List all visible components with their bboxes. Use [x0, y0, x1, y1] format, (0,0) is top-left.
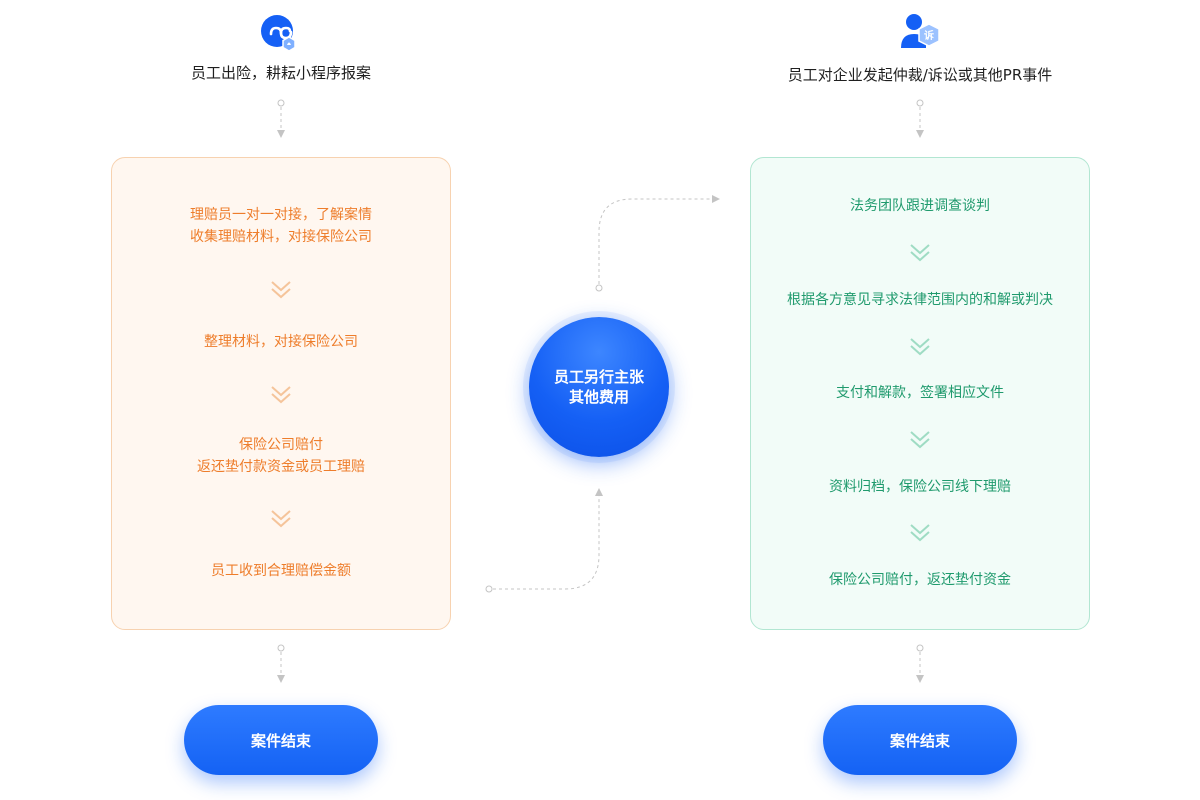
left-title: 员工出险，耕耘小程序报案: [190, 64, 372, 82]
right-step-5: 保险公司赔付，返还垫付资金: [751, 569, 1089, 591]
chevron-down-icon: [910, 431, 930, 449]
right-step-1-line-1: 法务团队跟进调查谈判: [850, 198, 990, 214]
right-step-4-line-1: 资料归档，保险公司线下理赔: [829, 479, 1011, 495]
right-step-4: 资料归档，保险公司线下理赔: [751, 476, 1089, 498]
left-process-panel: 理赔员一对一对接，了解案情 收集理赔材料，对接保险公司 整理材料，对接保险公司 …: [111, 157, 451, 630]
left-step-3-line-1: 保险公司赔付: [239, 437, 323, 453]
left-case-end-button[interactable]: 案件结束: [184, 705, 378, 775]
chevron-down-icon: [271, 510, 291, 528]
right-step-5-line-1: 保险公司赔付，返还垫付资金: [829, 572, 1011, 588]
connector-center-to-right: [598, 195, 720, 284]
left-step-1-line-1: 理赔员一对一对接，了解案情: [190, 207, 372, 223]
mini-program-icon: [259, 12, 303, 56]
right-step-1: 法务团队跟进调查谈判: [751, 195, 1089, 217]
left-step-2: 整理材料，对接保险公司: [112, 331, 450, 353]
right-title: 员工对企业发起仲裁/诉讼或其他PR事件: [787, 66, 1053, 84]
left-step-1: 理赔员一对一对接，了解案情 收集理赔材料，对接保险公司: [112, 204, 450, 248]
right-process-panel: 法务团队跟进调查谈判 根据各方意见寻求法律范围内的和解或判决 支付和解款，签署相…: [750, 157, 1090, 630]
left-step-1-line-2: 收集理赔材料，对接保险公司: [190, 229, 372, 245]
chevron-down-icon: [910, 244, 930, 262]
connector-left-to-center: [493, 488, 603, 590]
right-step-3-line-1: 支付和解款，签署相应文件: [836, 385, 1004, 401]
left-step-2-line-1: 整理材料，对接保险公司: [204, 334, 358, 350]
left-step-4: 员工收到合理赔偿金额: [112, 560, 450, 582]
right-step-2: 根据各方意见寻求法律范围内的和解或判决: [751, 289, 1089, 311]
chevron-down-icon: [910, 524, 930, 542]
center-line-1: 员工另行主张: [553, 368, 644, 386]
chevron-down-icon: [271, 281, 291, 299]
right-step-3: 支付和解款，签署相应文件: [751, 382, 1089, 404]
right-step-2-line-1: 根据各方意见寻求法律范围内的和解或判决: [787, 292, 1053, 308]
chevron-down-icon: [271, 386, 291, 404]
left-step-3-line-2: 返还垫付款资金或员工理赔: [197, 459, 365, 475]
left-step-3: 保险公司赔付 返还垫付款资金或员工理赔: [112, 434, 450, 478]
user-lawsuit-icon: 诉: [898, 10, 942, 54]
right-case-end-button[interactable]: 案件结束: [823, 705, 1017, 775]
center-line-2: 其他费用: [568, 388, 629, 406]
chevron-down-icon: [910, 338, 930, 356]
left-step-4-line-1: 员工收到合理赔偿金额: [211, 563, 351, 579]
badge-text: 诉: [924, 29, 934, 42]
center-claim-circle: 员工另行主张 其他费用: [529, 317, 669, 457]
